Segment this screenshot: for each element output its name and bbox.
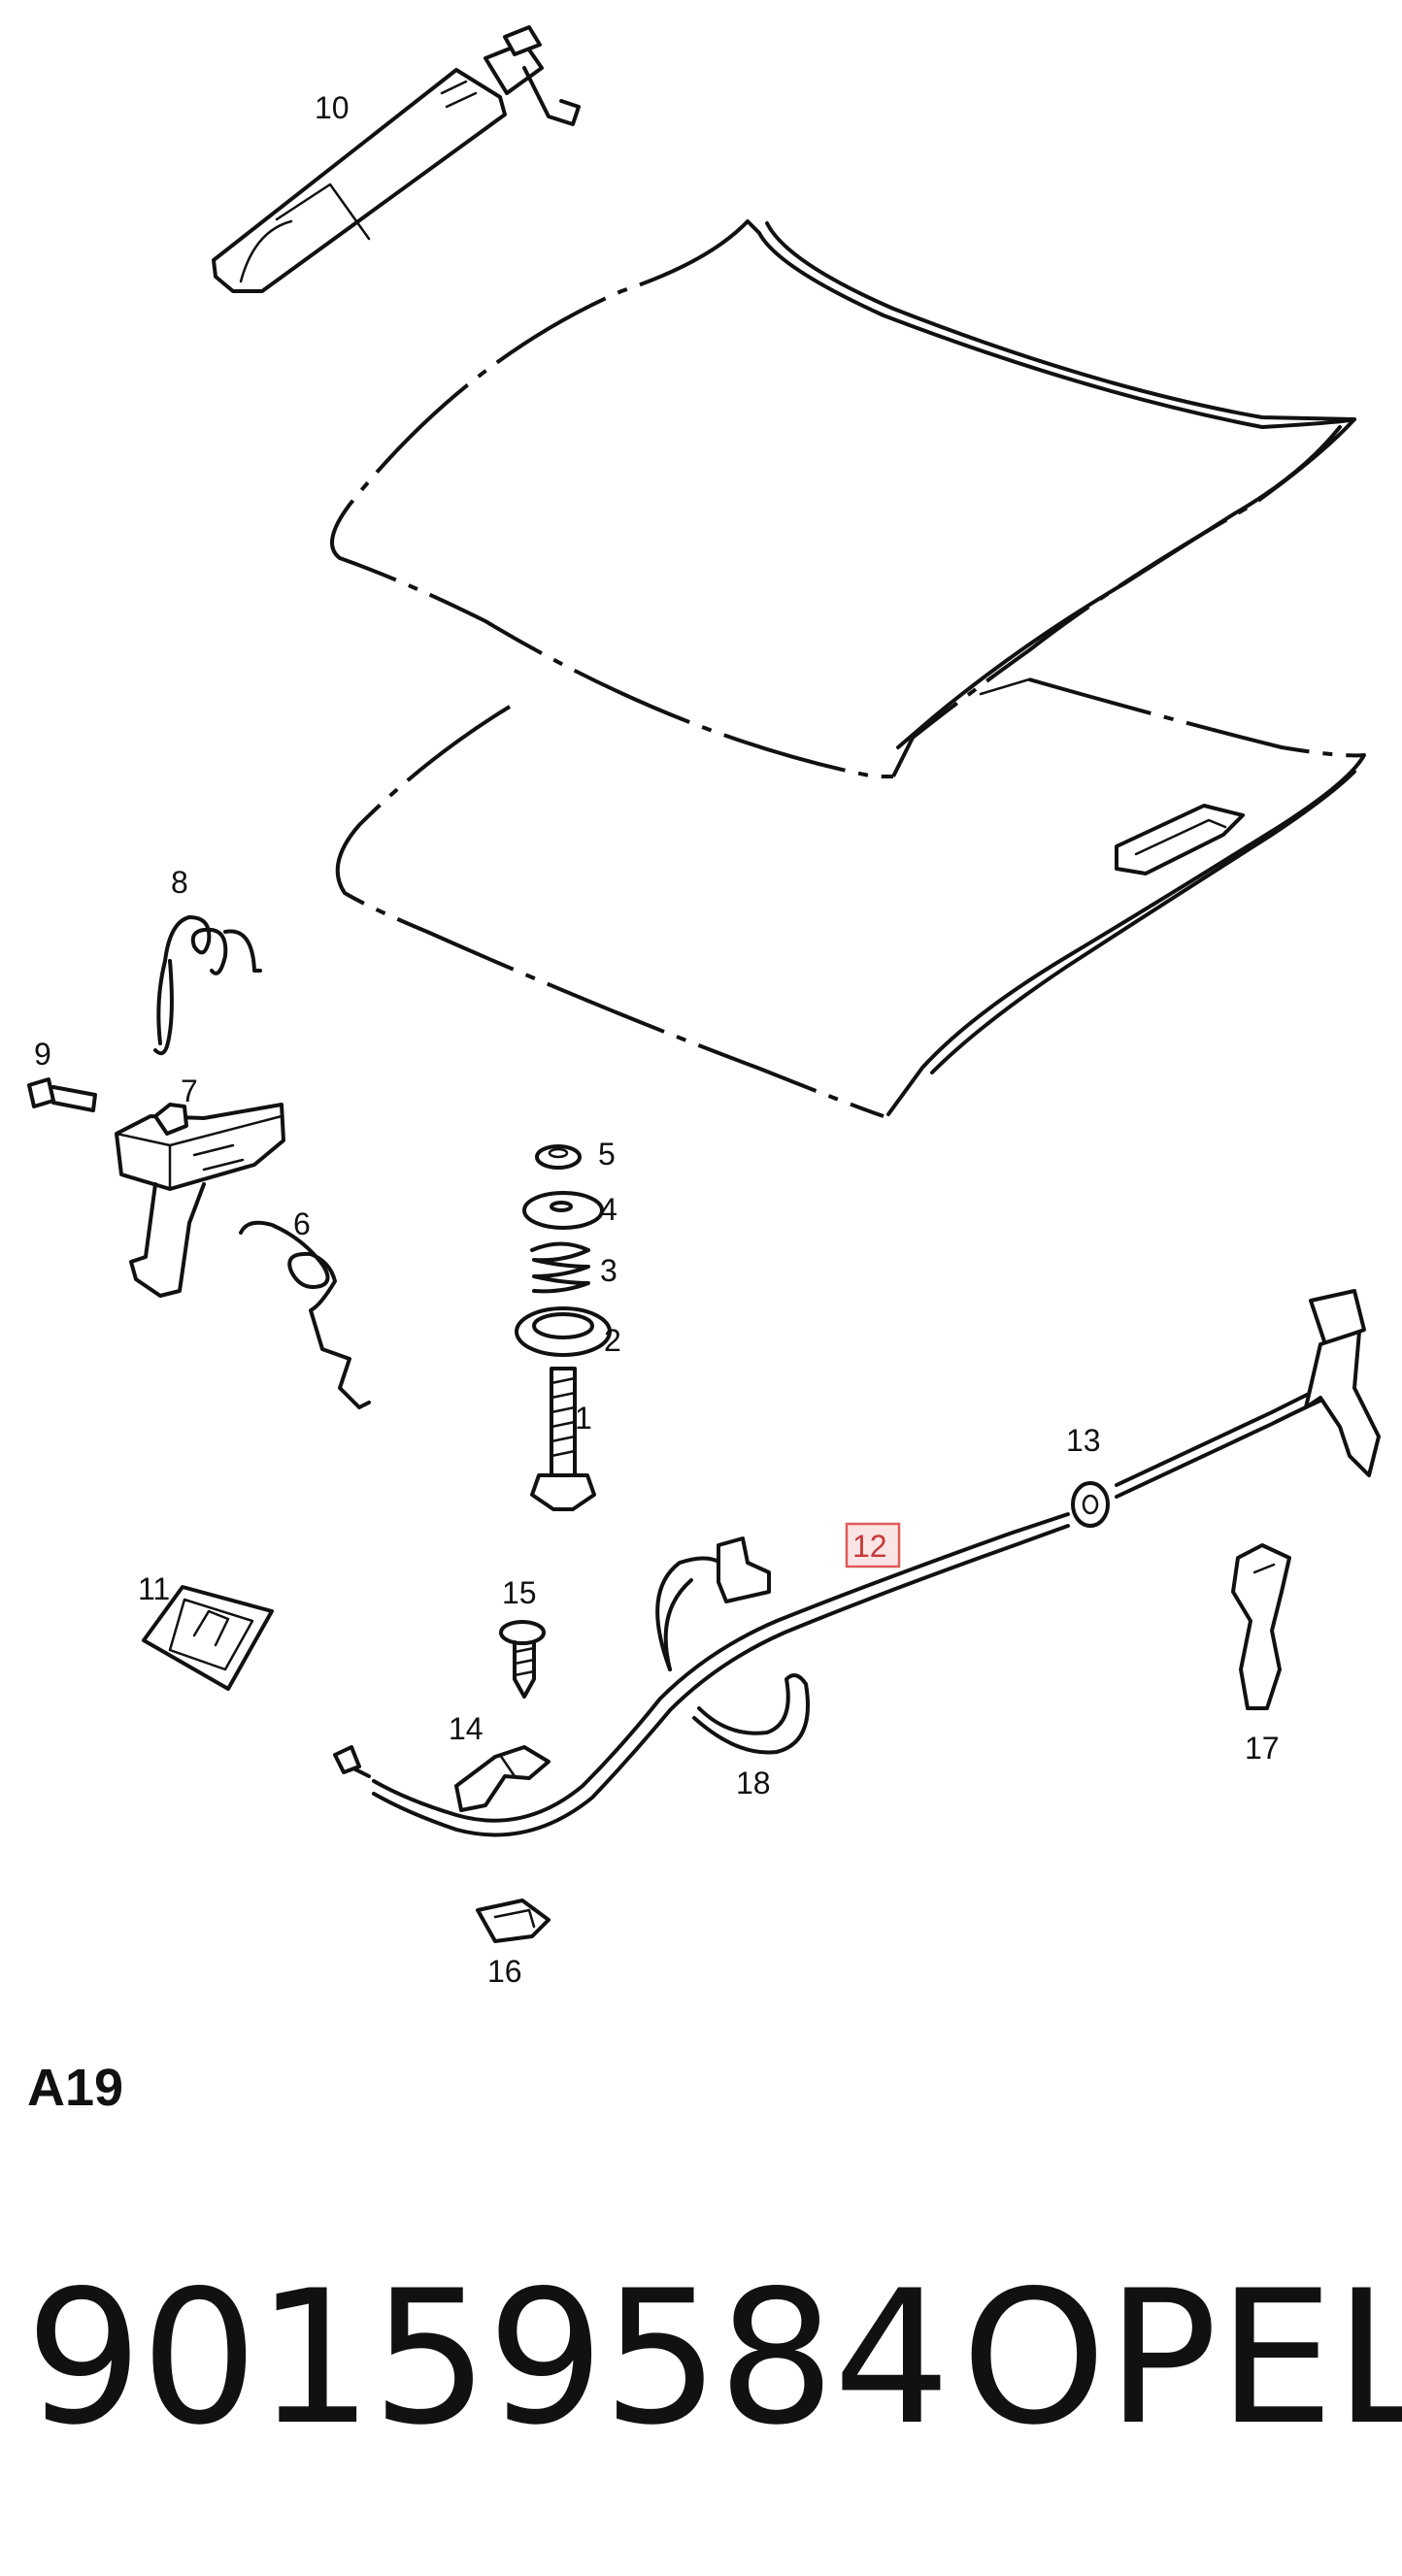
callout-4: 4 (600, 1192, 618, 1227)
part-18-clips (655, 1536, 810, 1755)
callout-8: 8 (171, 865, 188, 900)
callout-6: 6 (293, 1206, 311, 1241)
bonnet-inner-panel (335, 677, 1366, 1118)
callout-18: 18 (736, 1766, 771, 1800)
part-6-wire-spring (239, 1220, 371, 1409)
part-8-spring-hook (153, 915, 262, 1056)
callout-2: 2 (604, 1323, 621, 1358)
callout-15: 15 (502, 1575, 537, 1610)
callout-12: 12 (852, 1529, 887, 1564)
callout-10: 10 (315, 90, 350, 125)
callout-14: 14 (449, 1711, 484, 1746)
bonnet-outer-panel (330, 219, 1356, 778)
callout-11: 11 (138, 1571, 170, 1606)
callout-13: 13 (1066, 1423, 1101, 1458)
callout-7: 7 (181, 1073, 198, 1108)
callout-1: 1 (575, 1401, 592, 1436)
part-11-clip-plate (142, 1585, 274, 1691)
part-15-screw (499, 1620, 546, 1699)
callout-16: 16 (487, 1954, 522, 1989)
part-14-cable-bracket (454, 1745, 551, 1812)
part-17-handle-lever (1231, 1543, 1291, 1710)
part-16-nut-clip (476, 1899, 551, 1943)
callout-9: 9 (34, 1037, 51, 1072)
callout-12-highlight[interactable]: 12 (845, 1522, 901, 1569)
part-9-bolt (27, 1077, 97, 1112)
part-10-canister (212, 25, 581, 293)
callout-17: 17 (1245, 1731, 1280, 1766)
callout-3: 3 (600, 1253, 618, 1288)
part-number: 90159584 (25, 2251, 951, 2465)
parts-1-5-buffer-stack (515, 1144, 612, 1511)
callout-5: 5 (598, 1137, 616, 1172)
section-label: A19 (27, 2059, 124, 2117)
release-handle (1304, 1289, 1381, 1477)
brand-name: OPEL (961, 2251, 1402, 2465)
part-7-bonnet-latch (115, 1103, 285, 1298)
